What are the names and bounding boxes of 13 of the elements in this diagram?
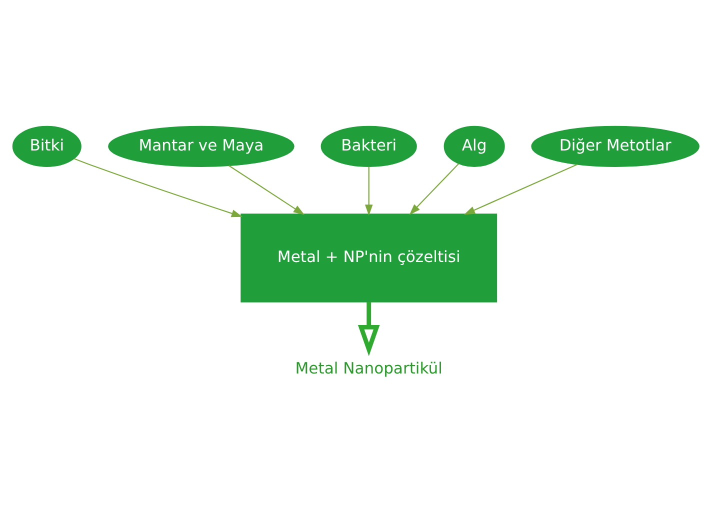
node-ellipse: Mantar ve Maya [108,125,294,166]
arrow [464,163,578,214]
node-ellipse: Bakteri [320,125,417,166]
arrow [228,164,305,214]
arrow [74,158,243,217]
node-box: Metal + NP'nin çözeltisi [240,213,498,302]
node-ellipse: Bitki [12,125,82,166]
node-text: Metal Nanopartikül [295,359,442,378]
node-ellipse: Diğer Metotlar [531,125,700,166]
arrow [358,302,380,356]
arrow [364,166,373,216]
arrow [409,162,460,214]
node-ellipse: Alg [444,125,505,166]
